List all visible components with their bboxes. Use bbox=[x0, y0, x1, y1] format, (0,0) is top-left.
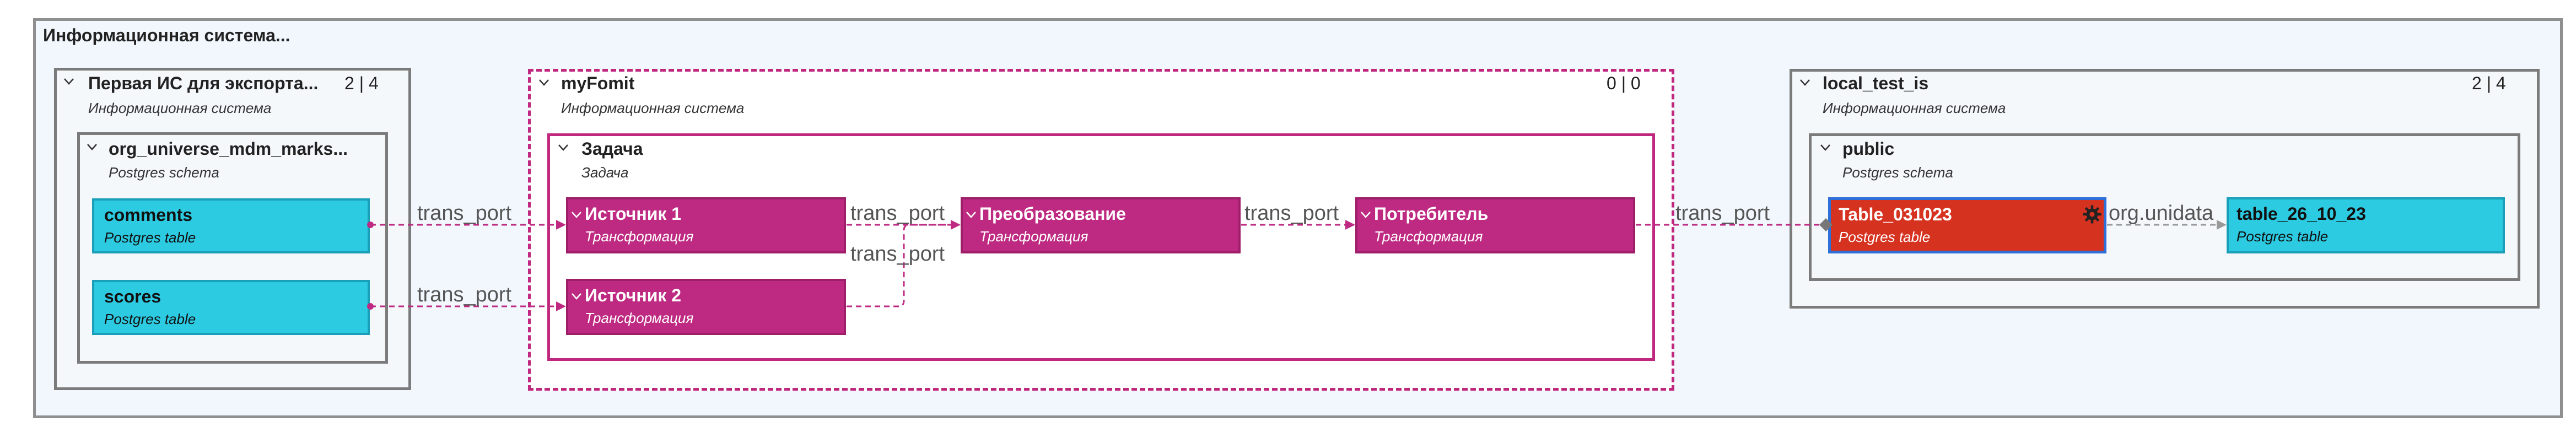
node-title: Потребитель bbox=[1374, 204, 1489, 224]
transform-node-consumer[interactable]: Потребитель Трансформация bbox=[1355, 197, 1635, 253]
node-subtitle: Трансформация bbox=[979, 228, 1088, 245]
edge-label: trans_port bbox=[1675, 202, 1770, 225]
table-node-table-031023-selected[interactable]: Table_031023 Postgres table bbox=[1828, 197, 2106, 253]
myfomit-title: myFomit bbox=[561, 73, 635, 93]
edge-port-dot bbox=[367, 222, 374, 228]
table-node-table-26-10-23[interactable]: table_26_10_23 Postgres table bbox=[2227, 197, 2505, 253]
edge-port-dot bbox=[367, 303, 374, 310]
edge-target-diamond bbox=[1819, 218, 1833, 231]
chevron-down-icon[interactable] bbox=[1799, 77, 1810, 88]
node-title: Table_031023 bbox=[1839, 204, 1952, 224]
is-local-test-count: 2 | 4 bbox=[2472, 73, 2506, 93]
table-node-comments[interactable]: comments Postgres table bbox=[92, 198, 370, 253]
node-title: Источник 2 bbox=[585, 285, 682, 305]
node-subtitle: Postgres table bbox=[1839, 229, 1931, 245]
edge-label: trans_port bbox=[850, 202, 945, 225]
node-subtitle: Postgres table bbox=[104, 229, 196, 246]
chevron-down-icon[interactable] bbox=[966, 209, 977, 220]
edge-source-2-to-transformation[interactable] bbox=[847, 224, 960, 307]
chevron-down-icon[interactable] bbox=[87, 142, 98, 153]
node-subtitle: Трансформация bbox=[585, 228, 694, 245]
is-first-count: 2 | 4 bbox=[344, 73, 379, 93]
node-title: Источник 1 bbox=[585, 204, 682, 224]
node-title: scores bbox=[104, 287, 161, 306]
edge-label: trans_port bbox=[850, 242, 945, 266]
is-local-test-title: local_test_is bbox=[1823, 73, 1929, 93]
chevron-down-icon[interactable] bbox=[571, 209, 582, 220]
outer-system-title: Информационная система... bbox=[43, 25, 290, 45]
edge-label: trans_port bbox=[417, 202, 512, 225]
transform-node-source-1[interactable]: Источник 1 Трансформация bbox=[566, 197, 846, 253]
chevron-down-icon[interactable] bbox=[63, 76, 74, 87]
node-subtitle: Трансформация bbox=[585, 310, 694, 326]
node-subtitle: Postgres table bbox=[104, 311, 196, 327]
gear-icon[interactable] bbox=[2082, 204, 2102, 224]
schema-first-title: org_universe_mdm_marks... bbox=[109, 139, 348, 159]
chevron-down-icon[interactable] bbox=[571, 291, 582, 302]
myfomit-subtitle: Информационная система bbox=[561, 100, 745, 116]
is-local-test-subtitle: Информационная система bbox=[1823, 100, 2006, 116]
schema-first-subtitle: Postgres schema bbox=[109, 164, 219, 181]
node-subtitle: Postgres table bbox=[2237, 228, 2329, 245]
is-first-subtitle: Информационная система bbox=[88, 100, 272, 116]
chevron-down-icon[interactable] bbox=[538, 77, 549, 88]
chevron-down-icon[interactable] bbox=[1820, 142, 1831, 153]
transform-node-source-2[interactable]: Источник 2 Трансформация bbox=[566, 279, 846, 335]
task-title: Задача bbox=[581, 139, 643, 159]
schema-public-subtitle: Postgres schema bbox=[1842, 164, 1953, 181]
myfomit-count: 0 | 0 bbox=[1607, 73, 1641, 93]
is-first-title: Первая ИС для экспорта... bbox=[88, 73, 319, 93]
edge-label: trans_port bbox=[417, 283, 512, 306]
node-title: comments bbox=[104, 205, 193, 225]
node-title: Преобразование bbox=[979, 204, 1126, 224]
chevron-down-icon[interactable] bbox=[558, 142, 569, 153]
node-subtitle: Трансформация bbox=[1374, 228, 1483, 245]
transform-node-transformation[interactable]: Преобразование Трансформация bbox=[961, 197, 1241, 253]
chevron-down-icon[interactable] bbox=[1360, 209, 1371, 220]
edge-label: org.unidata bbox=[2109, 202, 2214, 225]
schema-public-title: public bbox=[1842, 139, 1895, 159]
task-subtitle: Задача bbox=[581, 164, 629, 181]
node-title: table_26_10_23 bbox=[2237, 204, 2366, 224]
edge-label: trans_port bbox=[1244, 202, 1339, 225]
